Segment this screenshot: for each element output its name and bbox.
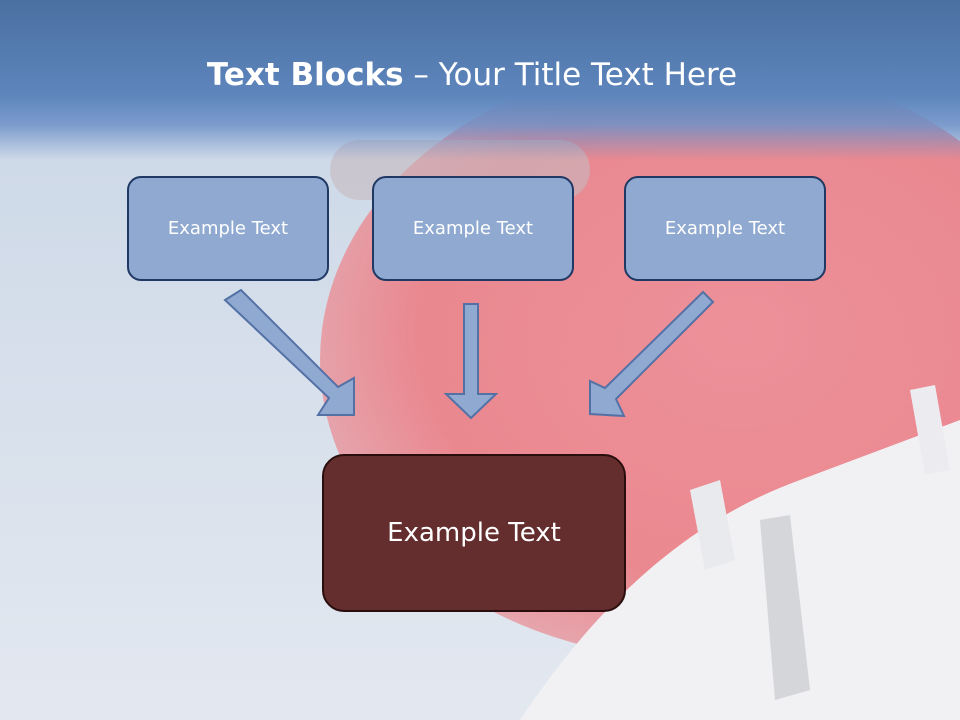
result-text-label: Example Text	[387, 518, 561, 548]
text-block-1[interactable]: Example Text	[127, 176, 329, 281]
arrow-left-diagonal[interactable]	[223, 288, 355, 416]
text-block-label: Example Text	[167, 218, 289, 239]
title-band	[0, 0, 960, 160]
arrow-right-diagonal[interactable]	[589, 290, 715, 418]
title-rest: – Your Title Text Here	[403, 57, 738, 93]
text-block-label: Example Text	[664, 218, 786, 239]
page-title: Text Blocks – Your Title Text Here	[0, 50, 944, 100]
text-block-label: Example Text	[412, 218, 534, 239]
title-bold: Text Blocks	[206, 57, 404, 93]
arrow-center-down[interactable]	[443, 303, 499, 420]
text-block-3[interactable]: Example Text	[624, 176, 826, 281]
result-text-block[interactable]: Example Text	[322, 454, 626, 612]
text-block-2[interactable]: Example Text	[372, 176, 574, 281]
